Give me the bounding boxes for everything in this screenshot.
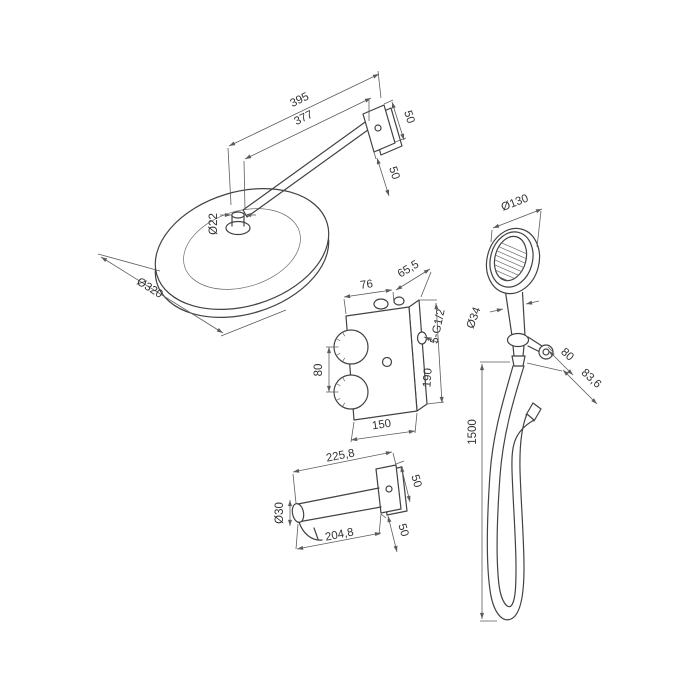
valve-knob-top	[333, 329, 369, 365]
holder-arm	[527, 336, 543, 353]
dim-label-hand-shower-head-diameter: Ø130	[500, 193, 531, 214]
dim-spout-length-to-wall: 204,8	[295, 513, 382, 550]
valve-knob-top-hatch	[334, 332, 346, 362]
dim-label-arm-length-outer: 395	[288, 91, 311, 110]
dim-label-valve-plate-width: 150	[371, 418, 392, 433]
dim-spout-length-overall: 225,8	[292, 447, 397, 504]
hand-shower-hose	[486, 365, 542, 621]
dim-valve-handle-spacing: 80	[313, 346, 334, 393]
holder-wall-knob	[538, 344, 554, 360]
dim-connector-diameter: Ø22	[208, 212, 256, 235]
hand-shower-view: Ø130 Ø34 80 83,6 1500	[465, 193, 604, 622]
dim-label-arm-length-inner: 377	[292, 109, 315, 128]
dim-spout-flange-height: 50	[380, 513, 410, 553]
valve-knob-bottom-hatch	[334, 377, 346, 407]
dim-arm-length-outer: 395	[227, 70, 382, 206]
dim-holder-depth: 83,6	[526, 362, 604, 405]
dim-label-arm-flange-width: 50	[401, 109, 416, 125]
dim-valve-connections: 5-G1/2	[423, 308, 448, 345]
dim-valve-plate-width: 150	[350, 412, 418, 443]
spout-outlet-curve	[298, 521, 323, 541]
hand-shower-face-rim	[489, 231, 534, 288]
dim-hose-length: 1500	[467, 361, 510, 622]
overhead-shower-view: 395 377 50 50 Ø22 Ø320	[97, 70, 417, 337]
shower-head-disc-top	[154, 187, 330, 311]
dim-arm-flange-width: 50	[383, 99, 417, 143]
shower-head-connector-dome	[225, 220, 251, 236]
valve-top-fitting-2	[393, 296, 405, 306]
dim-label-spout-flange-height: 50	[395, 522, 410, 538]
hose-nut	[511, 355, 526, 367]
mixer-valve-view: 76 65,5 5-G1/2 80 150 190	[313, 259, 448, 443]
spout-end-face	[291, 503, 305, 523]
valve-top-fitting-1	[373, 298, 389, 310]
dim-valve-plate-height: 190	[419, 299, 445, 405]
spout-flange	[375, 464, 402, 514]
dim-label-connector-diameter: Ø22	[208, 213, 220, 235]
dim-label-spout-length-to-wall: 204,8	[324, 526, 355, 543]
dim-label-holder-depth: 83,6	[579, 367, 604, 391]
hand-shower-handle	[504, 291, 526, 357]
valve-center-port	[381, 356, 393, 368]
dim-hand-shower-handle-diameter: Ø34	[465, 300, 540, 330]
dim-label-hose-length: 1500	[467, 419, 479, 445]
dim-label-valve-handle-spacing: 80	[313, 364, 325, 377]
dim-label-arm-flange-height: 50	[386, 165, 401, 181]
dim-label-spout-diameter: Ø30	[274, 502, 286, 524]
dim-spout-flange-width: 50	[395, 460, 423, 503]
dim-arm-flange-height: 50	[373, 151, 402, 197]
dim-label-valve-body-width: 76	[359, 278, 373, 292]
dim-label-spout-length-overall: 225,8	[325, 447, 356, 464]
shower-head-connector-cylinder	[231, 214, 245, 227]
dim-label-hand-shower-handle-diameter: Ø34	[465, 305, 484, 330]
valve-side-fitting	[416, 331, 428, 345]
spout-flange-screw	[385, 485, 393, 493]
holder-clamp	[506, 332, 530, 348]
dim-label-holder-width: 80	[558, 346, 576, 363]
dim-label-spout-flange-width: 50	[408, 473, 423, 489]
spout-body	[297, 487, 382, 523]
shower-head-connector-top	[231, 211, 245, 219]
dim-spout-diameter: Ø30	[274, 500, 293, 526]
hand-shower-spray-face	[493, 235, 528, 282]
spout-view: 225,8 204,8 Ø30 50 50	[274, 447, 423, 553]
dim-valve-body-width: 76	[343, 278, 395, 315]
dim-label-valve-plate-height: 190	[421, 368, 434, 388]
valve-knob-bottom	[333, 374, 369, 410]
dim-valve-body-depth: 65,5	[396, 259, 432, 298]
